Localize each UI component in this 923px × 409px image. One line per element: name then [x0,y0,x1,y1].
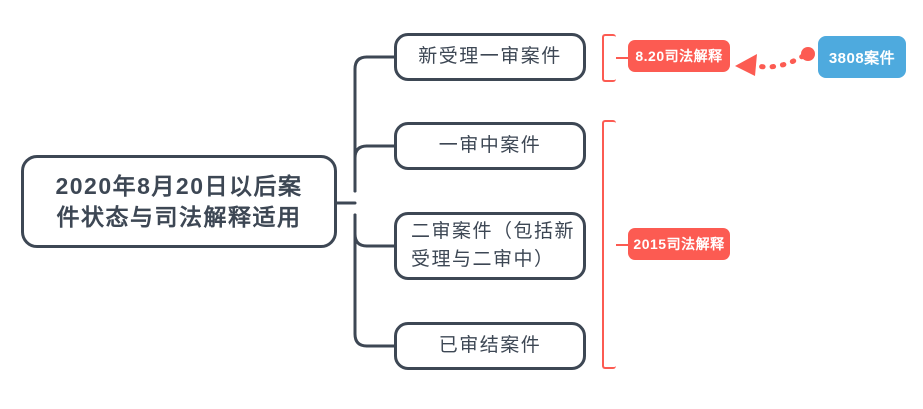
group-bracket-2015 [602,120,616,369]
badge-820-label: 8.20司法解释 [635,48,723,64]
root-node-label: 2020年8月20日以后案 件状态与司法解释适用 [55,171,302,233]
node-second-instance[interactable]: 二审案件（包括新受理与二审中） [394,212,586,280]
arrow-source-dot [801,47,815,61]
connector-to-node-3 [353,213,369,248]
root-node-line-1: 2020年8月20日以后案 [55,172,303,199]
group-bracket-820 [602,34,616,82]
node-in-first-instance[interactable]: 一审中案件 [394,122,586,170]
root-node[interactable]: 2020年8月20日以后案 件状态与司法解释适用 [21,155,337,248]
node-in-first-instance-label: 一审中案件 [438,135,542,156]
node-concluded[interactable]: 已审结案件 [394,322,586,370]
connector-to-node-1 [353,55,369,193]
badge-2015-interpretation[interactable]: 2015司法解释 [628,228,730,260]
arrow-head-icon [735,54,757,76]
root-node-line-2: 件状态与司法解释适用 [56,203,302,230]
node-new-first-instance-label: 新受理一审案件 [418,46,562,67]
badge-2015-label: 2015司法解释 [633,236,725,252]
connector-to-node-2 [353,144,369,193]
node-concluded-label: 已审结案件 [438,335,542,356]
node-new-first-instance[interactable]: 新受理一审案件 [394,33,586,81]
arrow-dotted-path [754,53,806,70]
group-bracket-tick-820 [616,57,629,59]
group-bracket-tick-2015 [616,244,629,246]
node-second-instance-label: 二审案件（包括新受理与二审中） [411,221,576,270]
badge-3808-cases[interactable]: 3808案件 [818,36,906,78]
connector-to-node-4 [353,213,369,348]
badge-3808-label: 3808案件 [828,49,896,67]
badge-820-interpretation[interactable]: 8.20司法解释 [628,40,730,72]
